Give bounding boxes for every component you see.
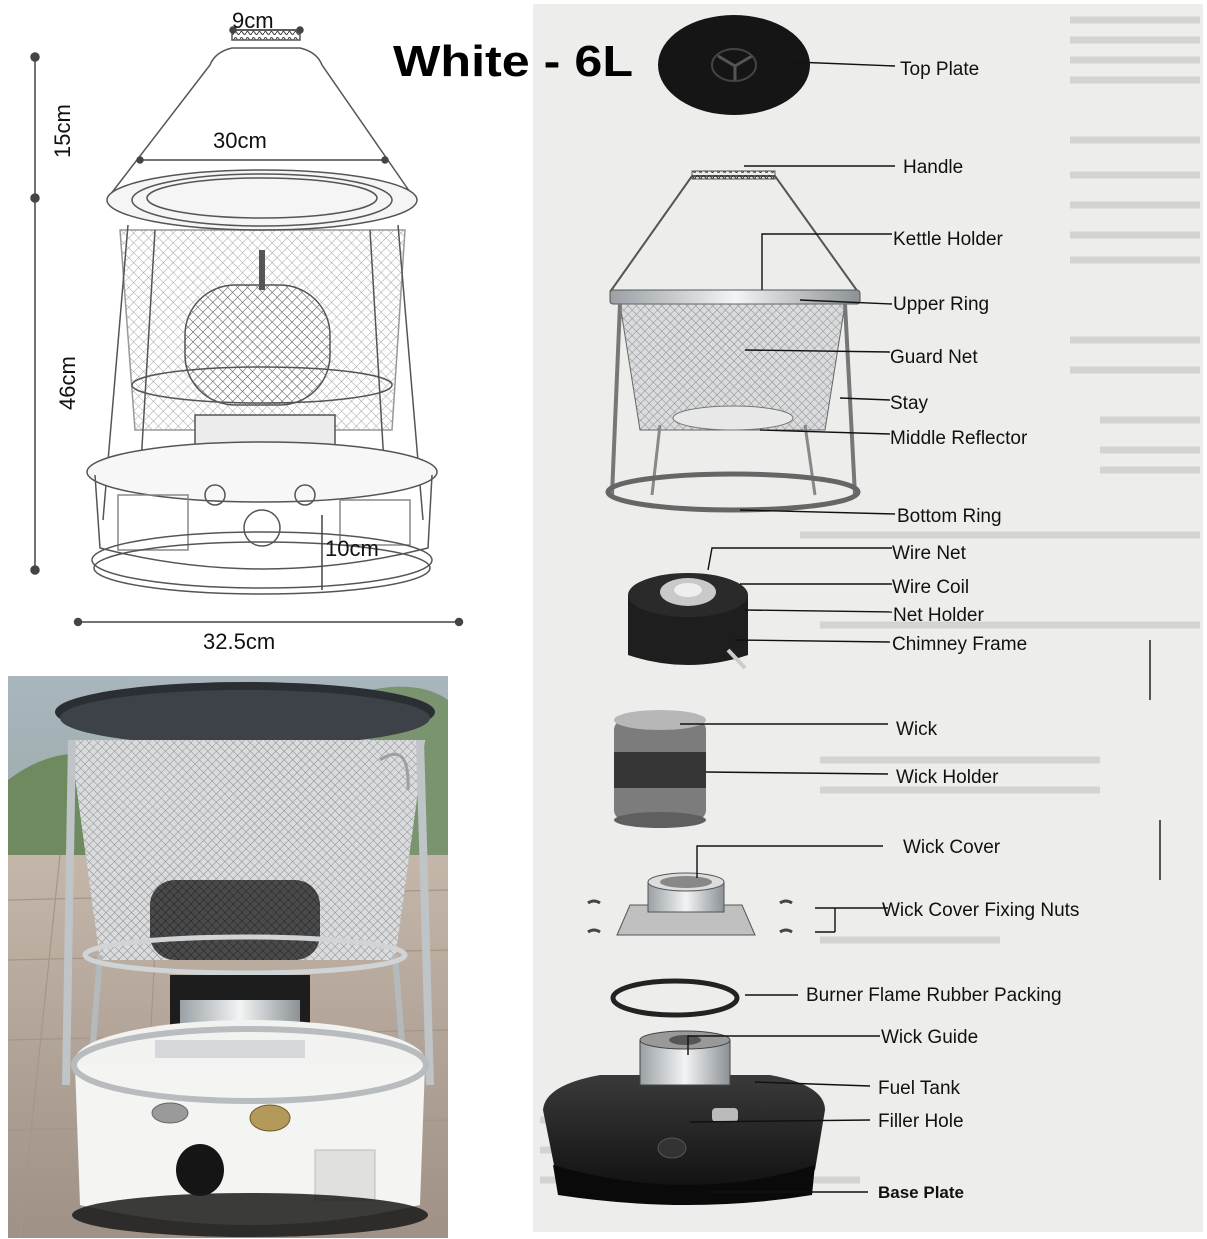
exploded-parts-manual: Top Plate Handle Kettle Holder Upper Rin…	[533, 4, 1203, 1232]
label-guard-net: Guard Net	[890, 347, 978, 368]
label-kettle-holder: Kettle Holder	[893, 229, 1004, 250]
label-bottom-ring: Bottom Ring	[897, 506, 1002, 527]
label-filler-hole: Filler Hole	[878, 1111, 964, 1132]
label-stay: Stay	[890, 393, 929, 414]
fuel-tank-part	[543, 1030, 825, 1205]
rubber-packing-part	[610, 978, 740, 1018]
fixing-nuts-part	[587, 899, 793, 934]
label-wick: Wick	[896, 719, 938, 740]
label-wick-guide: Wick Guide	[881, 1027, 978, 1048]
label-top-plate: Top Plate	[900, 59, 979, 80]
dimension-sketch: 9cm 30cm 10cm 32.5cm 15cm 46cm	[30, 8, 464, 654]
label-wire-coil: Wire Coil	[892, 577, 969, 598]
label-wire-net: Wire Net	[892, 543, 967, 564]
heater-photo	[55, 682, 435, 1237]
dim-base-height: 10cm	[325, 536, 379, 561]
dimension-lines	[30, 26, 464, 627]
dim-body-height: 46cm	[55, 356, 80, 410]
label-burner-flame-rubber-packing: Burner Flame Rubber Packing	[806, 985, 1062, 1006]
label-upper-ring: Upper Ring	[893, 294, 989, 315]
label-fuel-tank: Fuel Tank	[878, 1078, 961, 1099]
label-base-plate: Base Plate	[878, 1183, 964, 1202]
dim-top-width: 9cm	[232, 8, 274, 33]
leader-lines	[680, 61, 896, 1193]
label-wick-cover-fixing-nuts: Wick Cover Fixing Nuts	[882, 900, 1079, 921]
label-wick-cover: Wick Cover	[903, 837, 1001, 858]
product-photo	[7, 676, 449, 1239]
heater-line-drawing	[86, 29, 438, 595]
label-middle-reflector: Middle Reflector	[890, 428, 1028, 449]
wick-part	[614, 710, 706, 828]
top-plate-part	[658, 15, 810, 115]
dim-inner-width: 30cm	[213, 128, 267, 153]
dim-handle-height: 15cm	[50, 104, 75, 158]
label-net-holder: Net Holder	[893, 605, 984, 626]
chimney-assembly-part	[628, 573, 748, 670]
label-chimney-frame: Chimney Frame	[892, 634, 1027, 655]
wick-cover-part	[616, 872, 756, 936]
label-handle: Handle	[903, 157, 963, 178]
guard-assembly-part	[605, 170, 861, 513]
label-wick-holder: Wick Holder	[896, 767, 999, 788]
dim-base-width: 32.5cm	[203, 629, 275, 654]
product-title: White - 6L	[393, 37, 633, 86]
